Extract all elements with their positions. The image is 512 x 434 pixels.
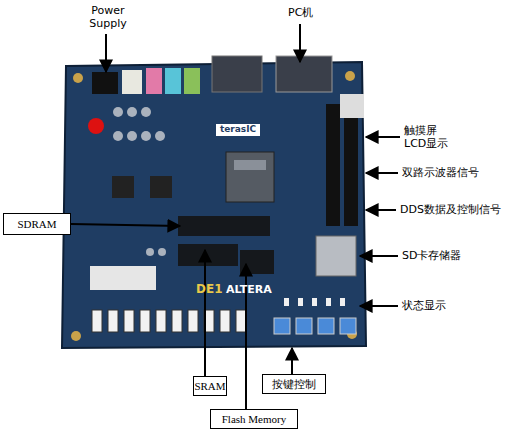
callout-label: 状态显示 xyxy=(402,299,482,312)
led xyxy=(312,298,317,306)
slide-switch xyxy=(188,310,198,332)
callout-box: SRAM xyxy=(193,376,227,396)
capacitor xyxy=(141,131,151,141)
led xyxy=(326,298,331,306)
slide-switch xyxy=(108,310,118,332)
board-marking: ALTERA xyxy=(226,283,286,296)
callout-arrow xyxy=(71,224,180,226)
gpio-header xyxy=(344,104,358,226)
pcb-board xyxy=(62,62,366,348)
callout-box: Flash Memory xyxy=(210,409,298,429)
logo-plate xyxy=(216,124,260,136)
fpga-chip xyxy=(226,152,274,202)
callout-arrow xyxy=(360,305,398,307)
led xyxy=(284,298,289,306)
callout-text: SRAM xyxy=(194,380,225,392)
mount-hole xyxy=(73,73,83,83)
callout-text: SDRAM xyxy=(17,218,56,230)
sdram-chip xyxy=(178,216,270,236)
capacitor xyxy=(127,131,137,141)
board-marking: DE1 xyxy=(196,282,226,296)
serial-connector xyxy=(276,56,332,92)
slide-switches xyxy=(92,310,246,332)
slide-switch xyxy=(220,310,230,332)
power-jack xyxy=(92,72,118,94)
callout-arrow xyxy=(204,250,206,376)
capacitor xyxy=(127,107,137,117)
callout-label: PC机 xyxy=(288,6,328,19)
usb-connector xyxy=(122,70,142,94)
callout-arrow xyxy=(360,255,398,257)
callout-text: 按键控制 xyxy=(272,377,316,392)
push-buttons xyxy=(274,318,356,334)
led xyxy=(340,298,345,306)
slide-switch xyxy=(172,310,182,332)
ic-chip xyxy=(150,176,172,198)
capacitor xyxy=(155,131,165,141)
fpga-marking xyxy=(234,160,266,170)
callout-label: DDS数据及控制信号 xyxy=(400,203,510,216)
push-button xyxy=(274,318,290,334)
capacitor xyxy=(158,248,166,256)
callout-arrow xyxy=(299,24,301,62)
slide-switch xyxy=(156,310,166,332)
seven-segment-display xyxy=(90,266,156,290)
callout-arrows xyxy=(71,24,400,409)
callout-arrow xyxy=(291,348,293,374)
sd-card-slot xyxy=(316,236,356,276)
ic-chip xyxy=(112,176,134,198)
mount-hole xyxy=(345,71,355,81)
callout-arrow xyxy=(105,34,107,72)
callout-text: Flash Memory xyxy=(222,413,286,425)
gpio-header xyxy=(326,104,340,226)
callout-arrow xyxy=(366,172,398,174)
board-marking: terasIC xyxy=(216,124,260,135)
leds xyxy=(284,298,345,306)
push-button xyxy=(318,318,334,334)
slide-switch xyxy=(124,310,134,332)
push-button xyxy=(296,318,312,334)
power-switch xyxy=(88,118,104,134)
slide-switch xyxy=(140,310,150,332)
lcd-connector xyxy=(340,94,364,118)
capacitor xyxy=(113,131,123,141)
capacitor xyxy=(113,107,123,117)
audio-jack xyxy=(165,68,181,94)
push-button xyxy=(340,318,356,334)
callout-label: Power Supply xyxy=(84,4,132,30)
sram-chip xyxy=(178,244,238,266)
callout-label: 双路示波器信号 xyxy=(402,166,502,179)
callout-label: 触摸屏 LCD显示 xyxy=(404,124,456,150)
callout-box: SDRAM xyxy=(3,213,71,235)
callout-arrow xyxy=(366,136,400,138)
vga-connector xyxy=(212,56,262,92)
slide-switch xyxy=(236,310,246,332)
audio-jack xyxy=(184,68,200,94)
callout-label: SD卡存储器 xyxy=(402,249,492,262)
led xyxy=(298,298,303,306)
slide-switch xyxy=(92,310,102,332)
audio-jack xyxy=(146,68,162,94)
capacitor xyxy=(146,248,154,256)
capacitor xyxy=(141,107,151,117)
mount-hole xyxy=(71,331,81,341)
callout-box: 按键控制 xyxy=(262,374,326,394)
callout-arrow xyxy=(366,209,396,211)
